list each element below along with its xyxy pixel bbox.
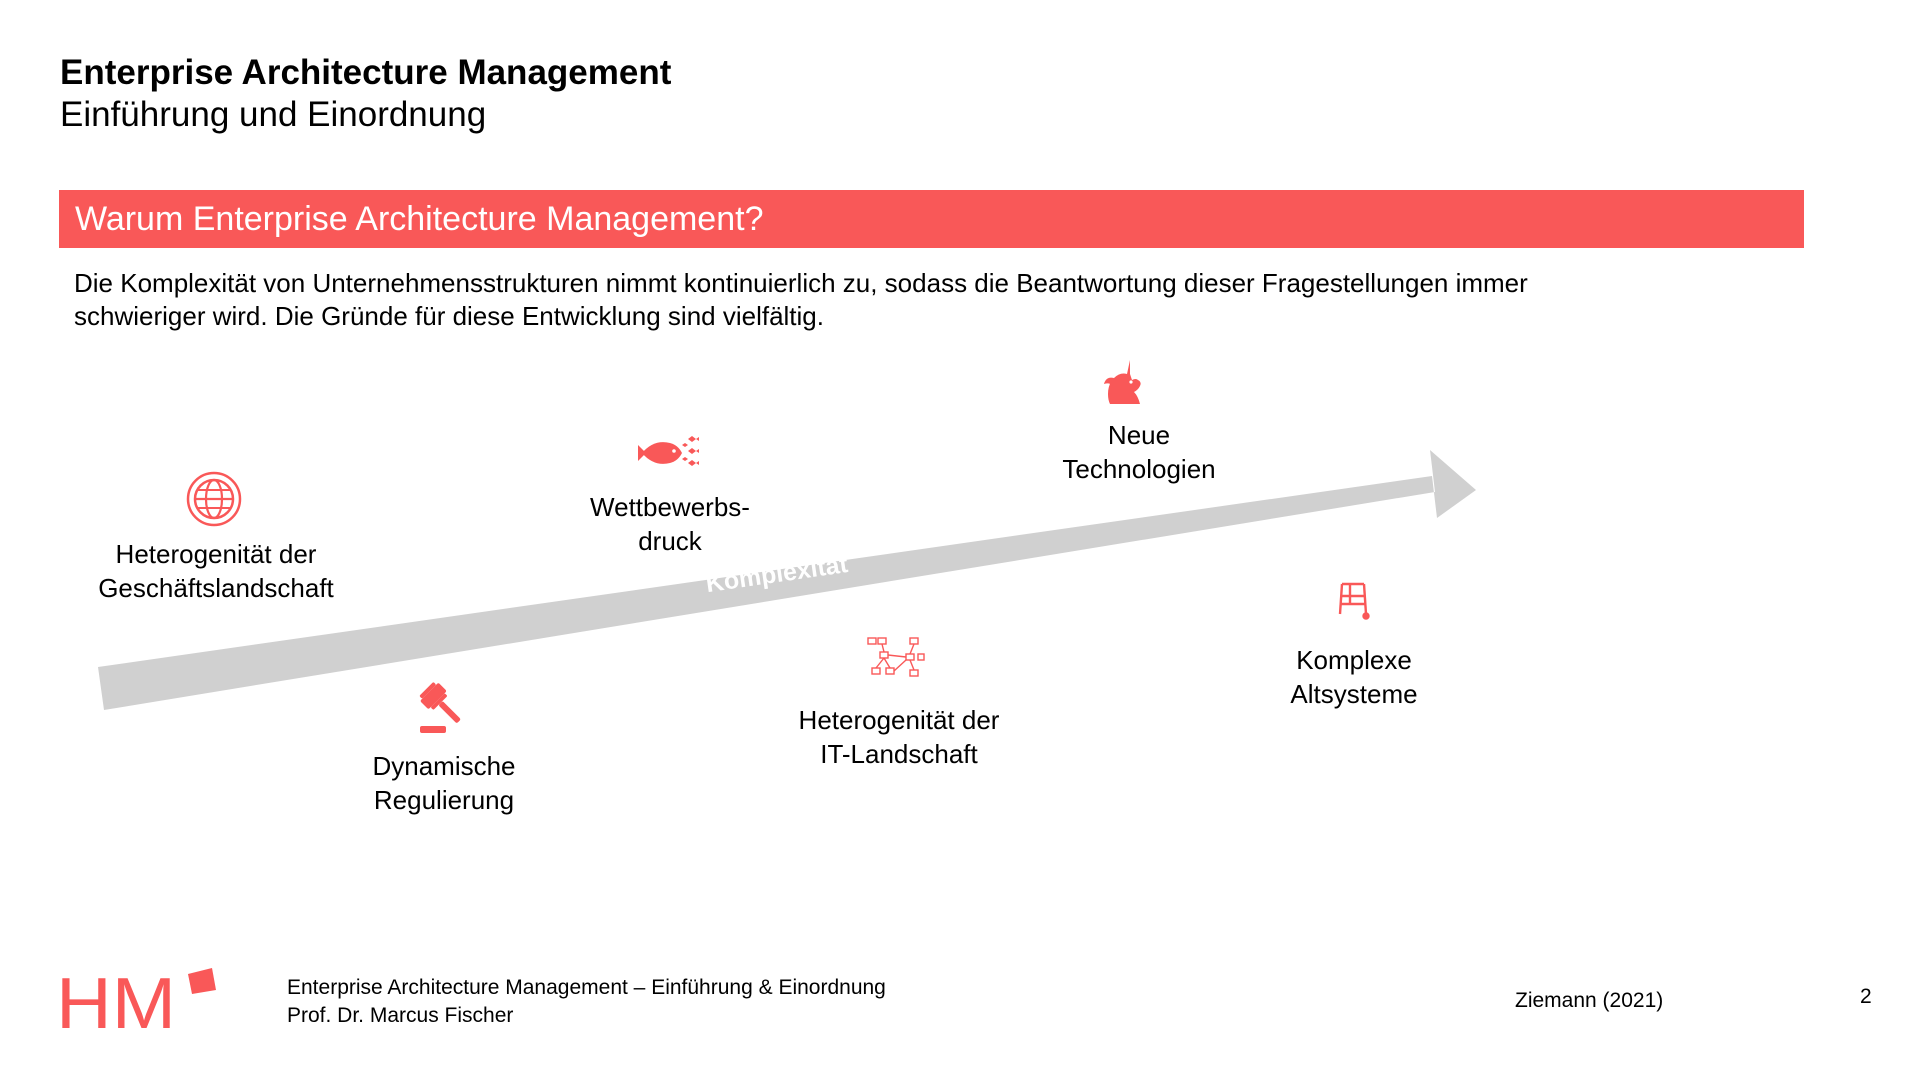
footer-source: Ziemann (2021) (1515, 989, 1664, 1012)
page-title: Enterprise Architecture Management (60, 53, 672, 92)
driver-label-business-landscape: Heterogenität der Geschäftslandschaft (98, 539, 334, 603)
intro-line-1: Die Komplexität von Unternehmensstruktur… (74, 268, 1528, 298)
section-header-bar: Warum Enterprise Architecture Management… (59, 190, 1804, 248)
driver-label-technologies: Neue Technologien (1062, 420, 1216, 484)
intro-paragraph: Die Komplexität von Unternehmensstruktur… (74, 267, 1674, 333)
walker-icon (1336, 580, 1370, 620)
globe-icon (185, 470, 243, 528)
page-number: 2 (1860, 985, 1872, 1008)
page-subtitle: Einführung und Einordnung (60, 95, 487, 134)
intro-line-2: schwieriger wird. Die Gründe für diese E… (74, 301, 824, 331)
hm-logo: HM (56, 966, 226, 1036)
complexity-arrow-shape (98, 450, 1476, 710)
network-icon (866, 636, 926, 682)
hm-logo-text: HM (56, 966, 176, 1036)
section-title: Warum Enterprise Architecture Management… (75, 200, 764, 238)
driver-label-legacy-systems: Komplexe Altsysteme (1290, 645, 1418, 709)
driver-label-it-landscape: Heterogenität der IT-Landschaft (798, 705, 1000, 769)
driver-label-competition: Wettbewerbs- druck (590, 492, 750, 556)
driver-label-regulation: Dynamische Regulierung (372, 751, 516, 815)
unicorn-icon (1100, 358, 1148, 406)
footer-course-title: Enterprise Architecture Management – Ein… (287, 976, 886, 999)
footer-author: Prof. Dr. Marcus Fischer (287, 1004, 514, 1027)
gavel-icon (416, 680, 472, 736)
fish-competition-icon (638, 433, 700, 473)
